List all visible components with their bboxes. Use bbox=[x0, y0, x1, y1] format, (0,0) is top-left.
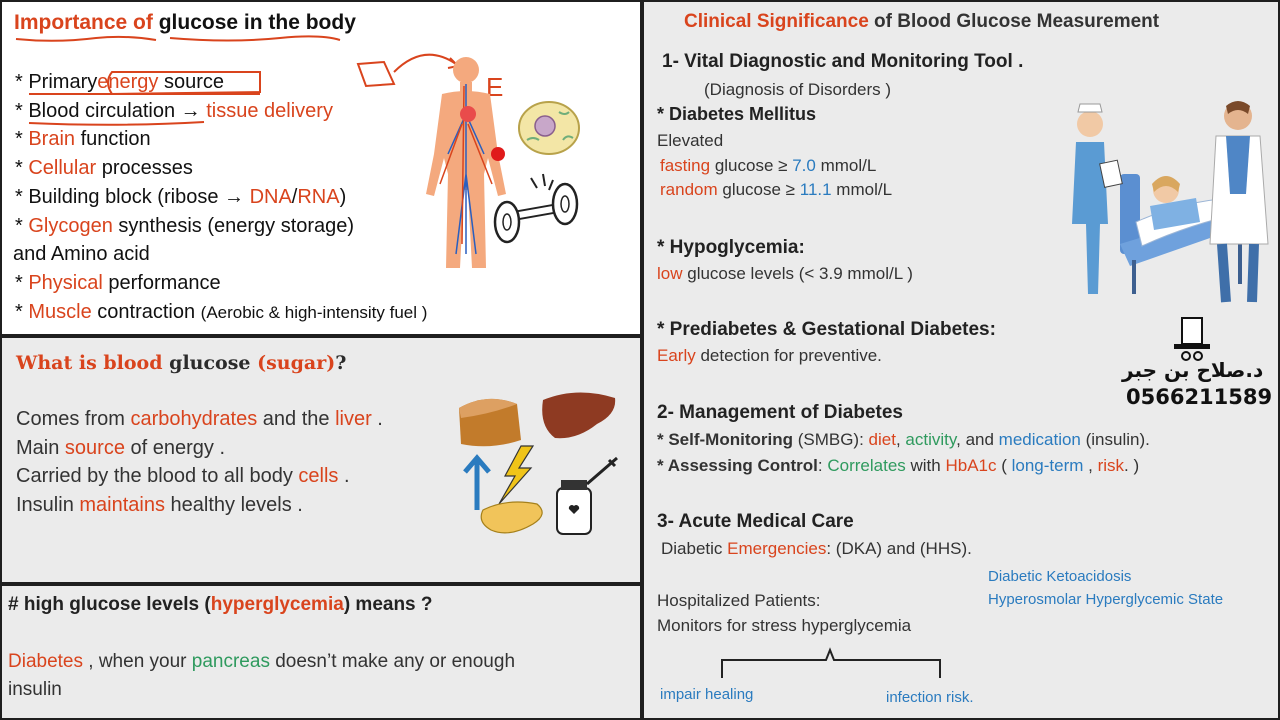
blood-glucose-definition-panel: What is blood glucose (sugar)? Comes fro… bbox=[2, 338, 640, 582]
hypoglycemia-criterion: low glucose levels (< 3.9 mmol/L ) bbox=[657, 264, 913, 283]
watermark-name: د.صلاح بن جبر bbox=[1122, 358, 1264, 382]
diabetes-mellitus-heading: * Diabetes Mellitus bbox=[657, 104, 817, 124]
elevated-label: Elevated bbox=[657, 131, 724, 150]
prediabetes-text: Early detection for preventive. bbox=[657, 346, 882, 365]
prediabetes-heading: * Prediabetes & Gestational Diabetes: bbox=[657, 319, 996, 340]
nurse-icon bbox=[1072, 103, 1123, 294]
hyperglycemia-explanation: Diabetes , when your pancreas doesn’t ma… bbox=[8, 651, 516, 672]
consequence-bracket bbox=[721, 647, 941, 678]
list-item: and Amino acid bbox=[13, 243, 150, 265]
human-body-circulation-icon bbox=[426, 57, 506, 268]
panel3-title: # high glucose levels (hyperglycemia) me… bbox=[8, 594, 433, 615]
lightning-icon bbox=[498, 445, 535, 505]
random-criterion: random glucose ≥ 11.1 mmol/L bbox=[660, 180, 893, 199]
bread-icon bbox=[459, 398, 521, 447]
list-item: * Building block (ribose → DNA/RNA) bbox=[15, 186, 347, 208]
pancreas-icon bbox=[480, 501, 543, 534]
list-item: Main source of energy . bbox=[16, 437, 225, 459]
energy-annotation-letter: E bbox=[486, 72, 504, 102]
impair-healing-annotation: impair healing bbox=[660, 686, 754, 703]
list-item: Insulin maintains healthy levels . bbox=[16, 494, 303, 516]
hyperglycemia-panel: # high glucose levels (hyperglycemia) me… bbox=[2, 586, 640, 718]
dka-annotation: Diabetic Ketoacidosis bbox=[988, 568, 1132, 585]
section1-subheading: (Diagnosis of Disorders ) bbox=[704, 80, 892, 99]
handwritten-annotations bbox=[15, 35, 461, 126]
list-item: * Blood circulation → tissue delivery bbox=[15, 100, 333, 122]
list-item: * Primaryenergy source bbox=[15, 71, 224, 93]
arrow-up-icon bbox=[463, 454, 491, 510]
watermark-phone: 0566211589 bbox=[1126, 385, 1273, 409]
hhs-annotation: Hyperosmolar Hyperglycemic State bbox=[988, 591, 1224, 608]
section3-heading: 3- Acute Medical Care bbox=[657, 511, 854, 532]
stress-hyperglycemia-line: Monitors for stress hyperglycemia bbox=[657, 616, 912, 635]
list-item: Comes from carbohydrates and the liver . bbox=[16, 408, 383, 430]
doctor-icon bbox=[1209, 101, 1269, 303]
glucose-importance-panel: Importance of glucose in the body E * Pr… bbox=[2, 2, 640, 334]
hypoglycemia-heading: * Hypoglycemia: bbox=[657, 237, 805, 258]
liver-icon bbox=[542, 392, 616, 439]
insulin-vial-icon bbox=[556, 456, 618, 535]
dumbbell-icon bbox=[493, 173, 579, 244]
clinical-significance-panel: Clinical Significance of Blood Glucose M… bbox=[644, 2, 1278, 718]
list-item: * Brain function bbox=[15, 128, 151, 150]
patient-icon bbox=[1150, 176, 1200, 230]
list-item: * Glycogen synthesis (energy storage) bbox=[15, 215, 355, 237]
assessing-control-line: * Assessing Control: Correlates with HbA… bbox=[657, 456, 1140, 475]
infection-risk-annotation: infection risk. bbox=[886, 689, 974, 706]
section1-heading: 1- Vital Diagnostic and Monitoring Tool … bbox=[662, 51, 1024, 72]
top-hat-logo-icon bbox=[1174, 317, 1210, 361]
section2-heading: 2- Management of Diabetes bbox=[657, 402, 903, 423]
self-monitoring-line: * Self-Monitoring (SMBG): diet, activity… bbox=[657, 430, 1150, 449]
glucose-sources-illustration bbox=[459, 392, 618, 535]
hospitalized-label: Hospitalized Patients: bbox=[657, 591, 821, 610]
hospital-care-illustration bbox=[1072, 101, 1269, 303]
panel1-title: Importance of glucose in the body bbox=[14, 11, 356, 34]
diabetic-emergencies-line: Diabetic Emergencies: (DKA) and (HHS). bbox=[661, 539, 972, 558]
list-item: Carried by the blood to all body cells . bbox=[16, 465, 350, 487]
list-item: * Muscle contraction (Aerobic & high-int… bbox=[15, 301, 428, 323]
list-item: * Physical performance bbox=[15, 272, 221, 294]
panel2-title: What is blood glucose (sugar)? bbox=[16, 352, 347, 374]
fasting-criterion: fasting glucose ≥ 7.0 mmol/L bbox=[660, 156, 877, 175]
hyperglycemia-explanation-cont: insulin bbox=[8, 679, 62, 700]
cell-icon bbox=[518, 101, 580, 155]
panel4-title: Clinical Significance of Blood Glucose M… bbox=[684, 11, 1160, 32]
list-item: * Cellular processes bbox=[15, 157, 193, 179]
